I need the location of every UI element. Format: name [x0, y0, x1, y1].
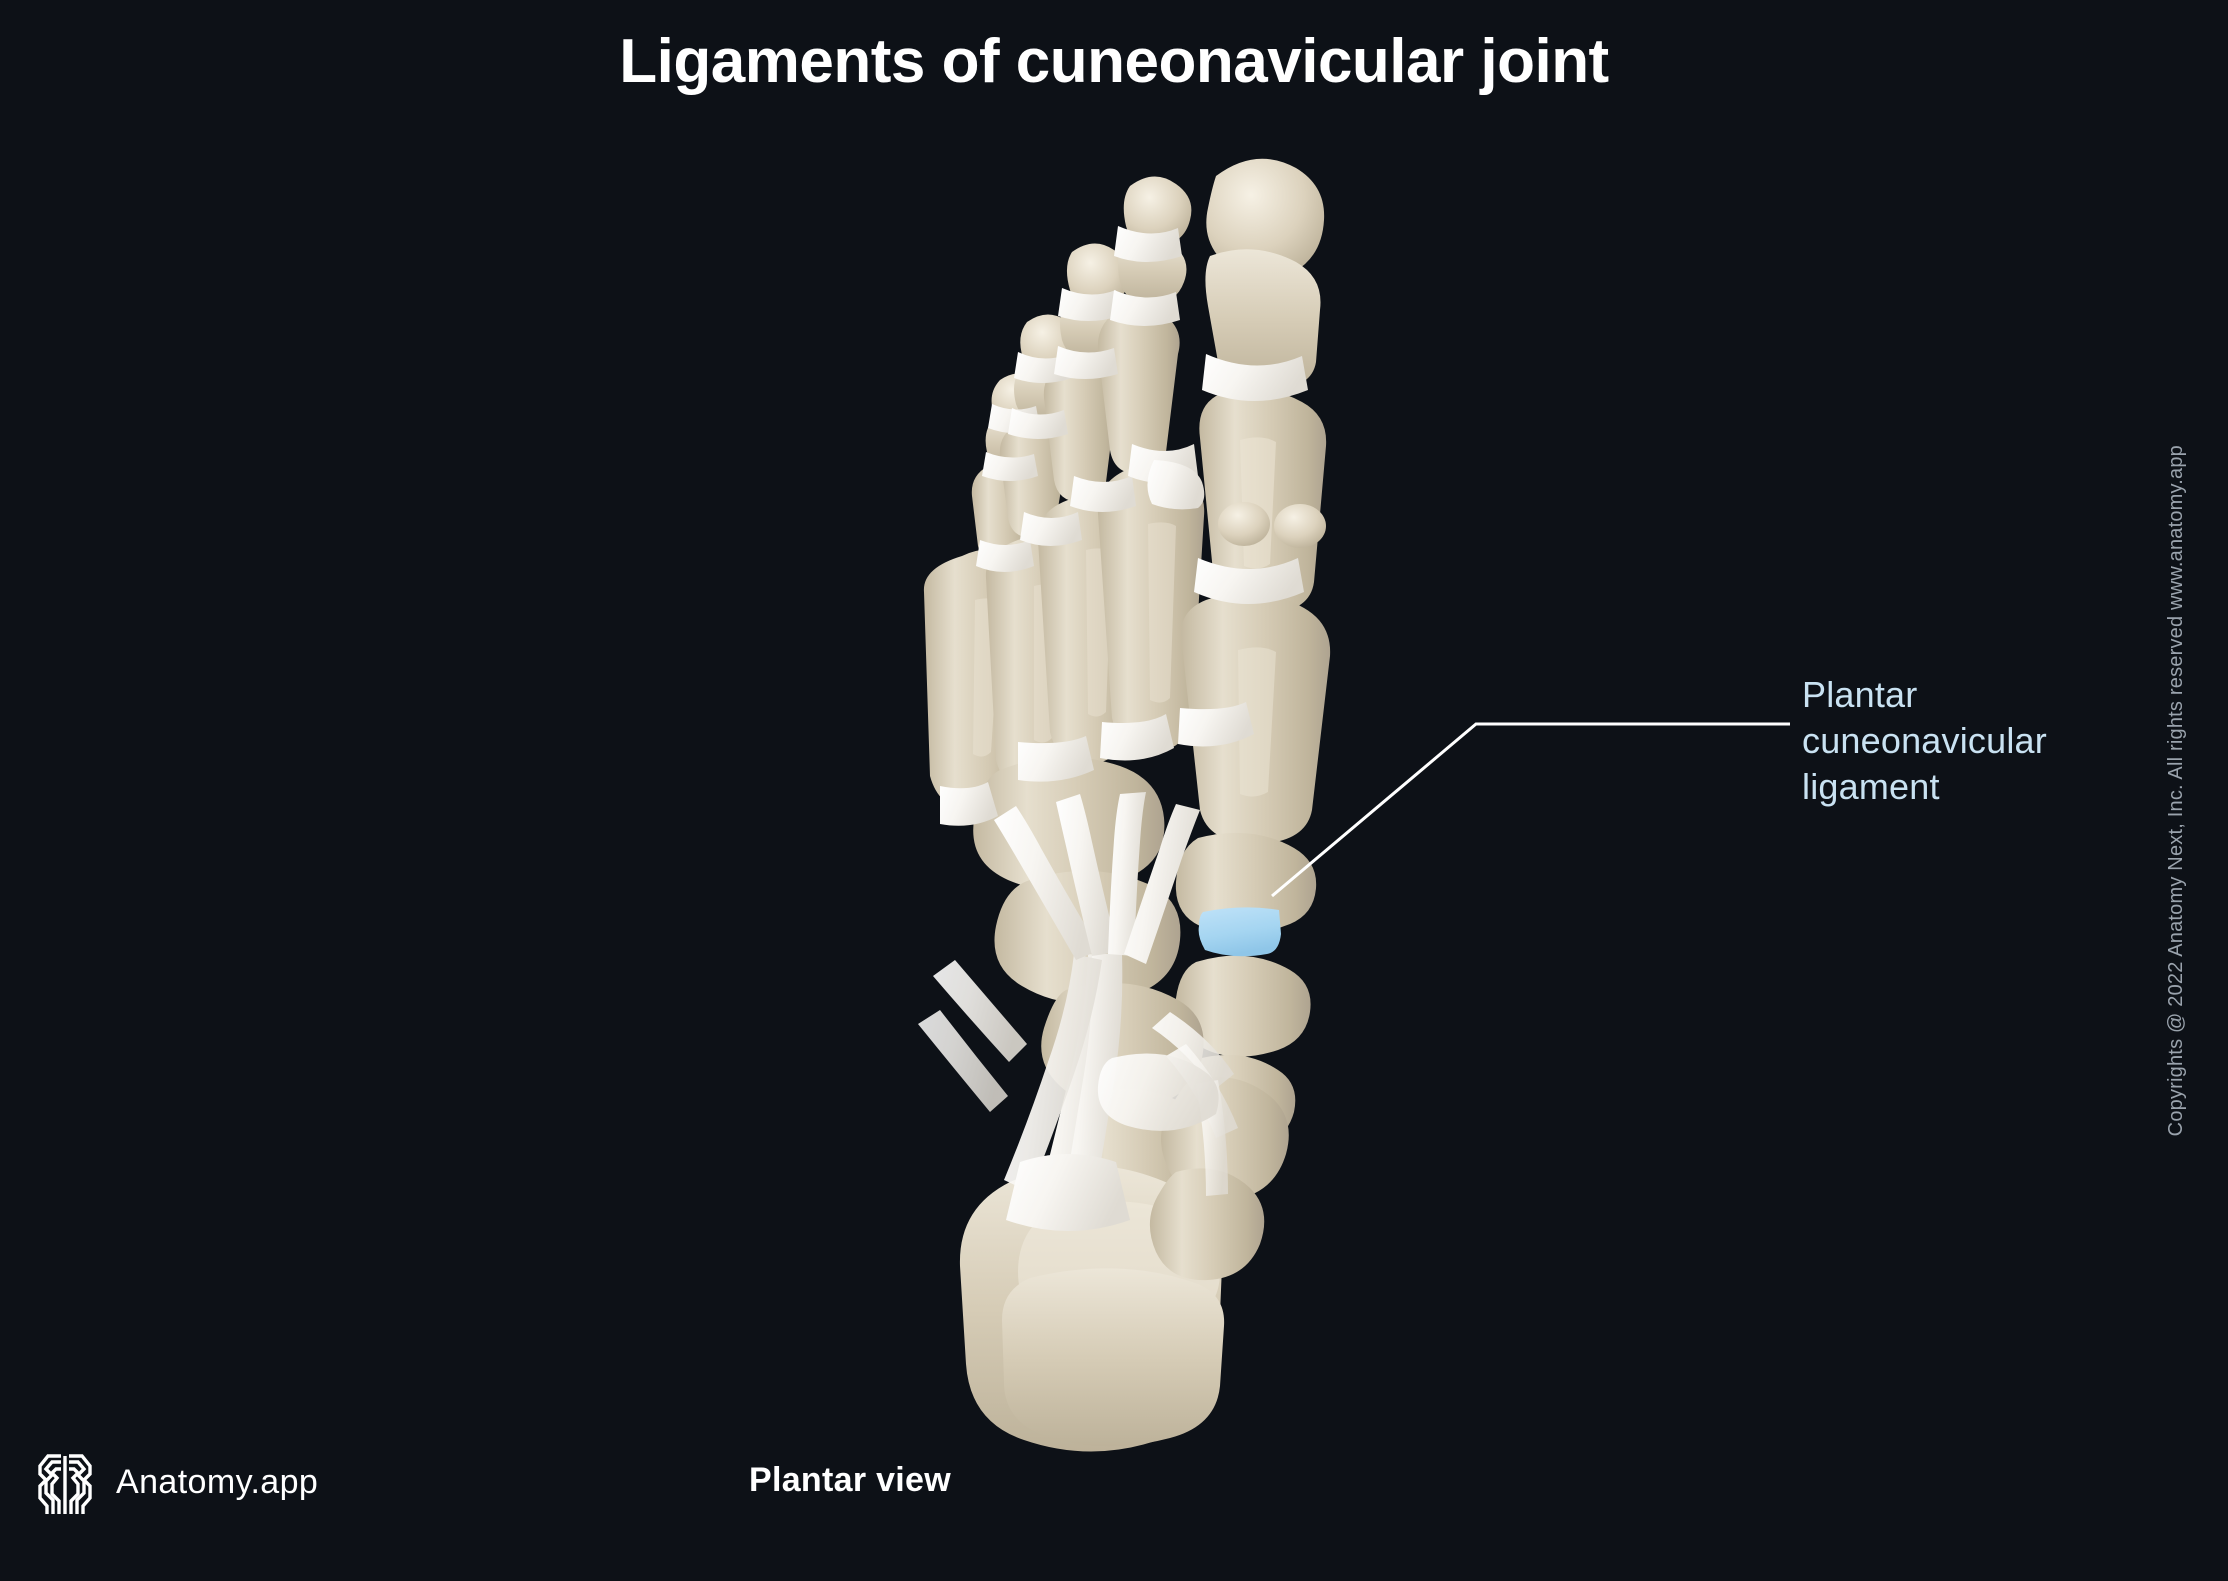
callout-label: Plantar cuneonavicular ligament [1802, 672, 2202, 810]
first-ray [1175, 158, 1331, 1150]
callout-label-line-3: ligament [1802, 766, 1940, 808]
brand-logo[interactable]: Anatomy.app [34, 1448, 318, 1516]
logo-wordmark: Anatomy.app [116, 1462, 319, 1501]
copyright-text: Copyrights @ 2022 Anatomy Next, Inc. All… [2164, 444, 2187, 1137]
callout-label-line-1: Plantar [1802, 674, 1918, 715]
page-title: Ligaments of cuneonavicular joint [619, 27, 1609, 96]
copyright-notice: Copyrights @ 2022 Anatomy Next, Inc. All… [2156, 0, 2196, 1581]
ligaments-group [918, 226, 1308, 1231]
brain-icon [38, 1454, 92, 1514]
view-caption: Plantar view [748, 1461, 952, 1499]
callout-label-line-2: cuneonavicular [1802, 720, 2047, 762]
plantar-cuneonavicular-ligament-highlight [1198, 907, 1281, 957]
sesamoid-bones [1218, 502, 1326, 548]
